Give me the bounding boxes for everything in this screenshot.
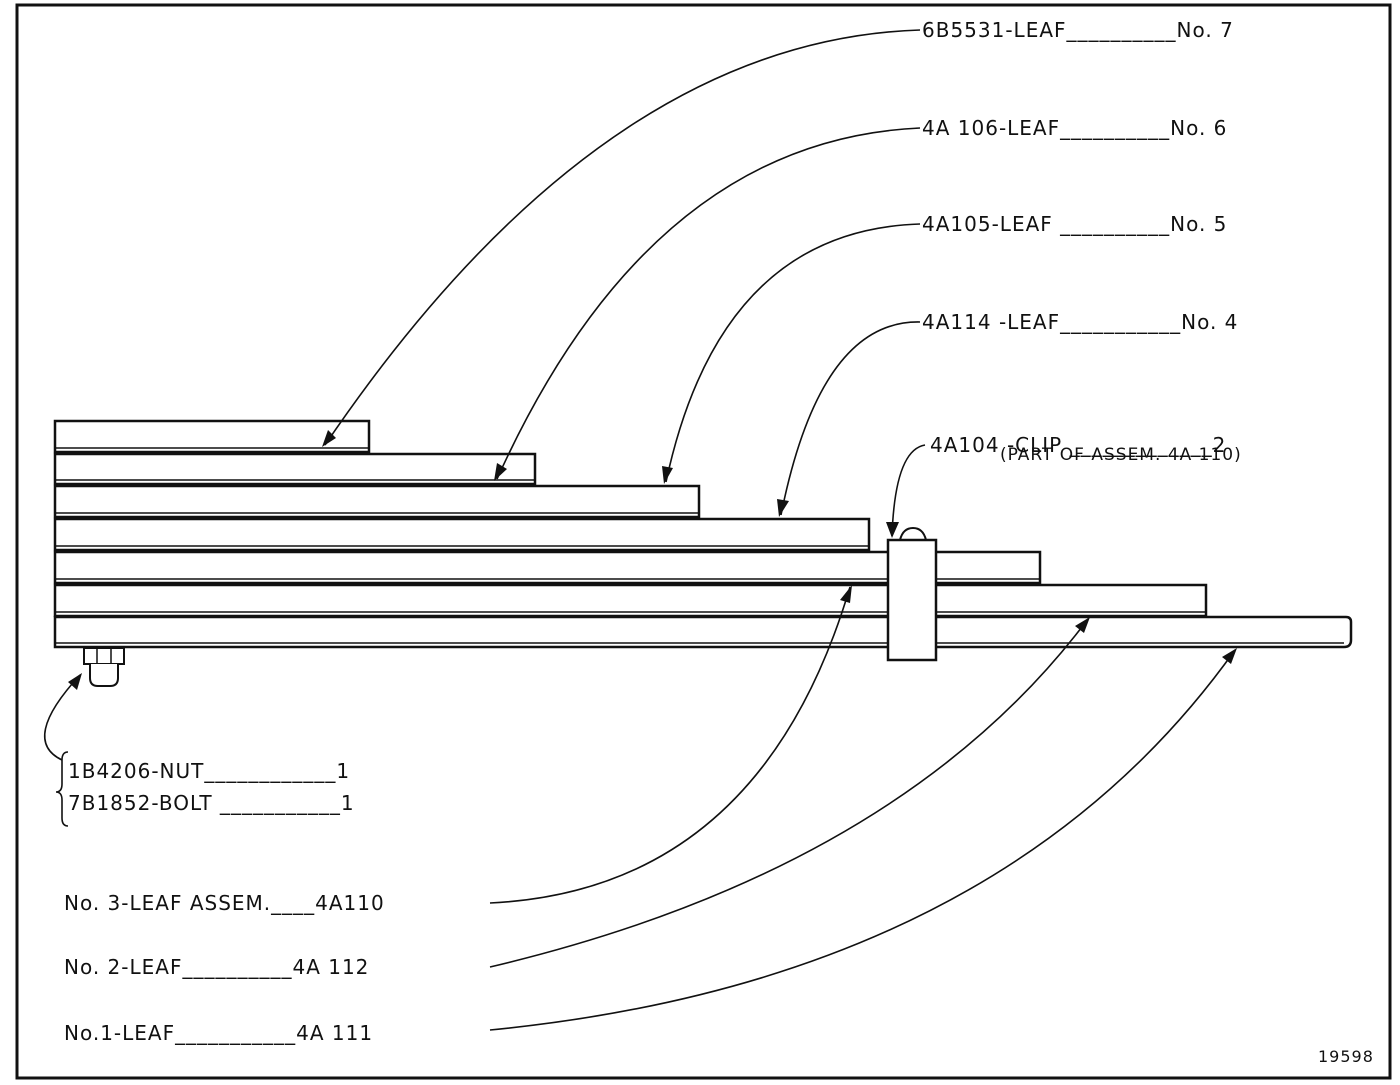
label-clip-note: (PART OF ASSEM. 4A 110) (1000, 445, 1242, 465)
label-leaf-7: 6B5531-LEAF__________No. 7 (922, 18, 1234, 42)
label-leaf-3: No. 3-LEAF ASSEM.____4A110 (64, 891, 385, 915)
label-clip: 4A104 -CLIP _____________2 (930, 433, 1226, 457)
label-leaf-6: 4A 106-LEAF__________No. 6 (922, 116, 1227, 140)
label-nut: 1B4206-NUT____________1 (68, 759, 350, 783)
leaf-no-5 (53, 484, 701, 519)
spring-stack (53, 419, 1353, 687)
leaf-no-2 (53, 583, 1208, 618)
leaf-no-1 (53, 615, 1353, 649)
spring-clip (886, 538, 938, 662)
label-bolt: 7B1852-BOLT ___________1 (68, 791, 355, 815)
clip-rivet (899, 526, 927, 541)
leaf-no-4 (53, 517, 871, 552)
label-leaf-5: 4A105-LEAF __________No. 5 (922, 212, 1227, 236)
bottom-nut (83, 647, 125, 687)
leaf-no-6 (53, 452, 537, 486)
label-leaf-4: 4A114 -LEAF___________No. 4 (922, 310, 1238, 334)
leaf-no-7 (53, 419, 371, 454)
diagram-frame (15, 3, 1392, 1080)
part-labels: 6B5531-LEAF__________No. 7 4A 106-LEAF__… (64, 18, 1374, 1066)
leader-lines (44, 29, 1237, 1031)
leaf-no-3 (53, 550, 1042, 585)
nut-bolt-brace (55, 751, 69, 827)
label-leaf-2: No. 2-LEAF__________4A 112 (64, 955, 369, 979)
label-leaf-1: No.1-LEAF___________4A 111 (64, 1021, 373, 1045)
figure-number: 19598 (1318, 1047, 1374, 1066)
